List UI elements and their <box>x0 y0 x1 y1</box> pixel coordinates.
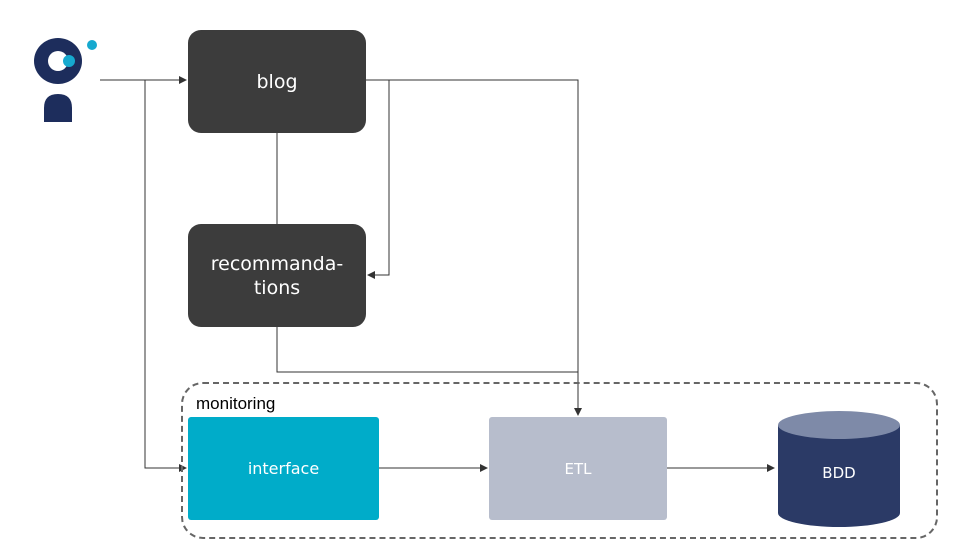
interface-label: interface <box>247 459 320 478</box>
bdd-database-node: BDD <box>776 410 902 528</box>
etl-label: ETL <box>564 459 592 478</box>
edge-recommandations-to-etl <box>276 327 578 373</box>
blog-node: blog <box>188 30 366 133</box>
recommandations-label: recommanda- tions <box>210 252 344 299</box>
bdd-label: BDD <box>822 464 856 482</box>
etl-node: ETL <box>489 417 667 520</box>
monitoring-label: monitoring <box>196 394 276 413</box>
database-cylinder-icon <box>778 411 900 527</box>
blog-label: blog <box>256 70 298 93</box>
edge-blog-to-etl <box>389 79 582 416</box>
interface-node: interface <box>188 417 379 520</box>
recommandations-node: recommanda- tions <box>188 224 366 327</box>
edge-blog-to-recommandations <box>366 79 390 279</box>
monitoring-group <box>181 382 938 539</box>
edge-user-to-interface <box>144 80 187 472</box>
user-icon <box>28 36 104 126</box>
